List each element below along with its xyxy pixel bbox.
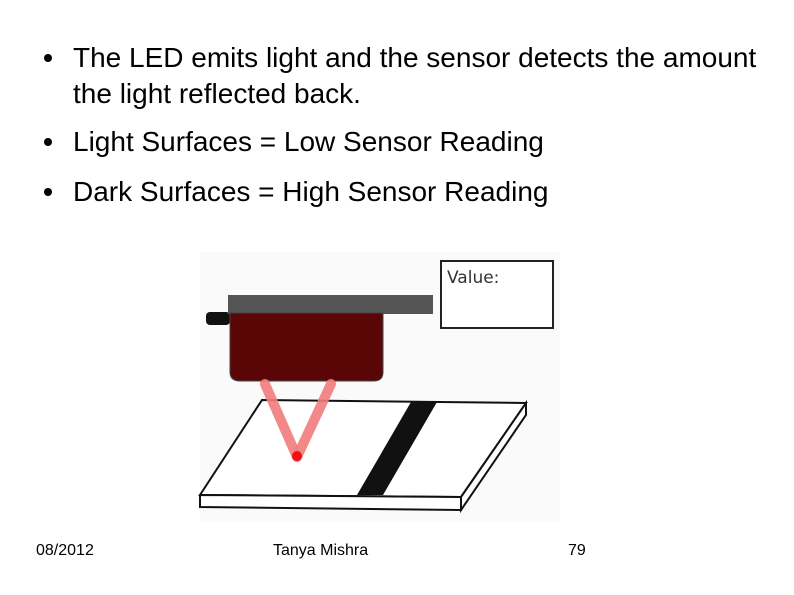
page-number: 79 [568, 542, 586, 559]
value-label: Value: [447, 268, 499, 288]
sensor-body [229, 312, 384, 382]
surface-board-side [460, 399, 527, 514]
bullet-dot-icon [44, 138, 52, 146]
bullet-dot-icon [44, 188, 52, 196]
light-sensor-illustration: Value: [198, 252, 560, 522]
footer-date: 08/2012 [36, 542, 94, 559]
surface-board-edge [199, 493, 462, 512]
bullet-text: The LED emits light and the sensor detec… [73, 42, 757, 109]
light-beam [260, 379, 336, 462]
reflected-beam [292, 379, 336, 462]
bullet-text: Light Surfaces = Low Sensor Reading [73, 126, 544, 157]
sensor-plug-icon [206, 312, 230, 325]
light-spot [292, 451, 302, 461]
bullet-text: Dark Surfaces = High Sensor Reading [73, 176, 549, 207]
sensor-mount-bar [228, 295, 433, 314]
emitted-beam [260, 379, 302, 462]
dark-stripe [357, 402, 437, 495]
footer-author: Tanya Mishra [273, 542, 369, 559]
value-readout-box [440, 260, 554, 329]
bullet-dot-icon [44, 54, 52, 62]
